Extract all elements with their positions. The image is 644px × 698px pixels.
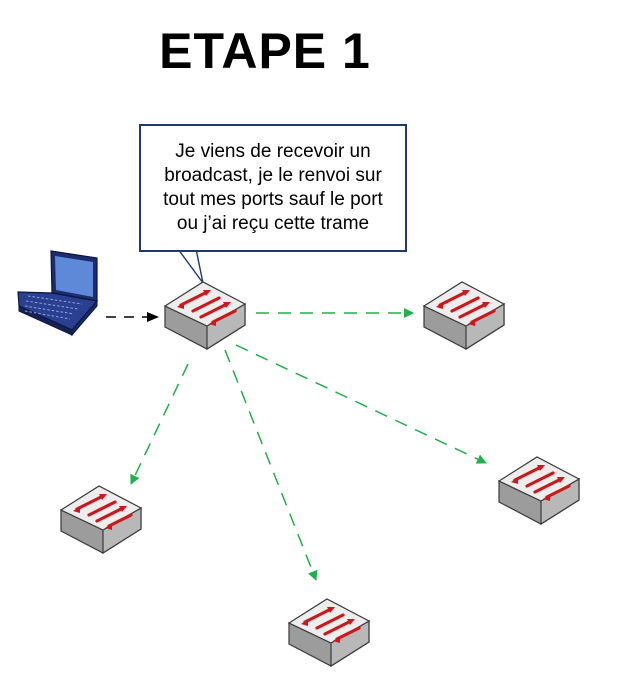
callout-box: Je viens de recevoir un broadcast, je le… xyxy=(139,124,407,252)
page-title: ETAPE 1 xyxy=(159,23,371,79)
callout-pointer xyxy=(176,248,204,284)
network-switch-icon xyxy=(422,280,506,351)
broadcast-arrow-lower-right xyxy=(235,344,487,464)
laptop-icon xyxy=(17,250,99,337)
callout-line: broadcast, je le renvoi sur xyxy=(164,165,382,186)
callout-line: Je viens de recevoir un xyxy=(175,141,371,162)
network-switch-icon xyxy=(163,280,247,351)
network-switch-icon xyxy=(287,597,371,668)
callout-line: ou j’ai reçu cette trame xyxy=(176,213,370,234)
broadcast-arrow-lower-left xyxy=(130,363,189,485)
callout-line: tout mes ports sauf le port xyxy=(163,189,383,210)
network-switch-icon xyxy=(497,455,581,526)
network-switch-icon xyxy=(59,484,143,555)
broadcast-arrow-down xyxy=(224,349,318,581)
